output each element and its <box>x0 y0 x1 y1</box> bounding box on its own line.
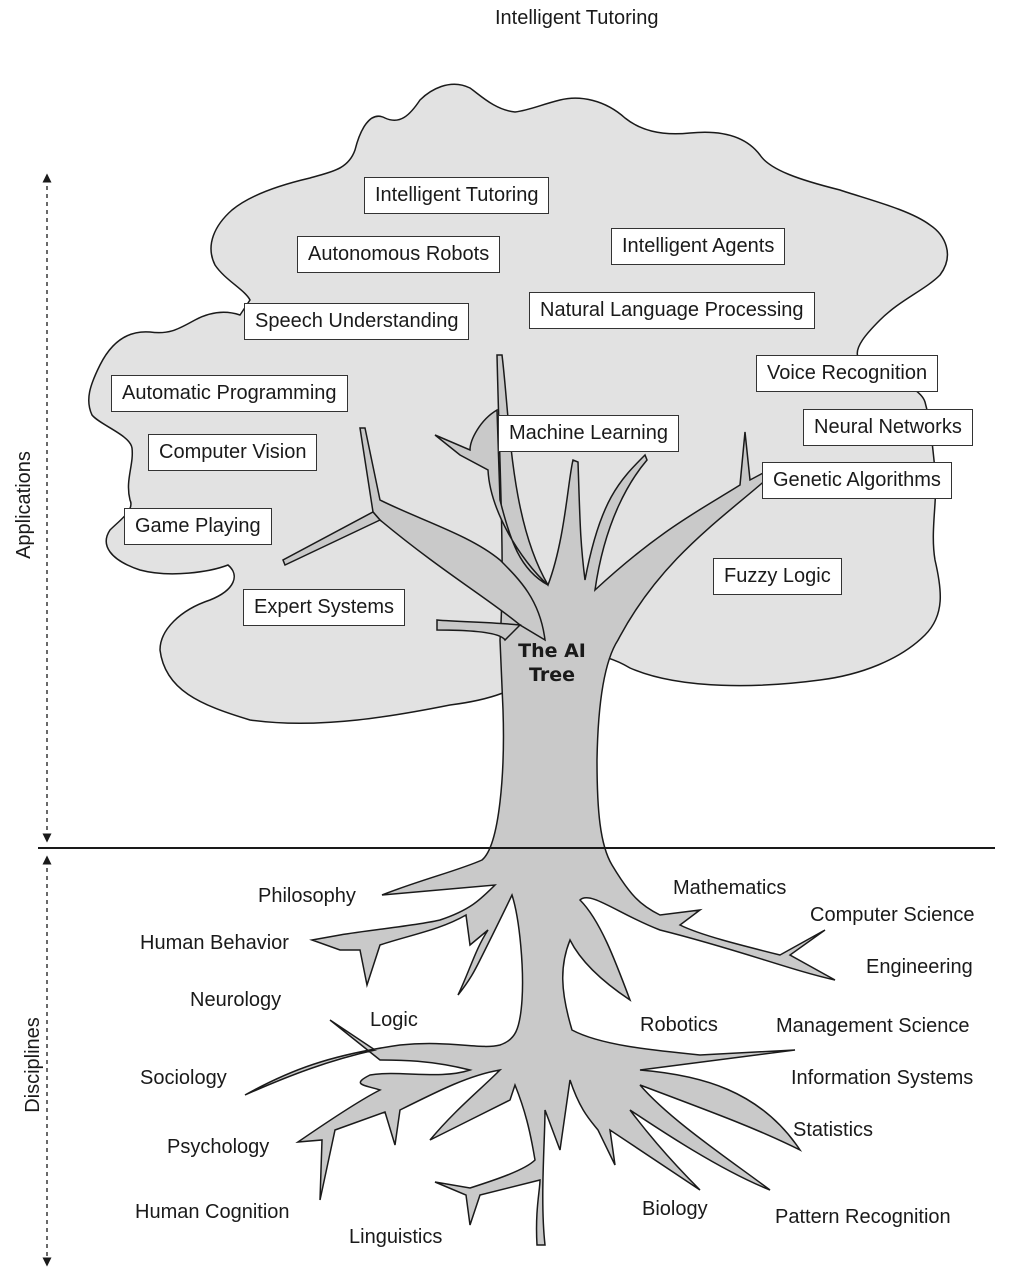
expert-branch-shape <box>436 619 522 642</box>
discipline-label: Linguistics <box>349 1226 443 1248</box>
trunk-and-roots-shape <box>244 354 836 1246</box>
discipline-label: Psychology <box>167 1136 270 1158</box>
application-box: Game Playing <box>124 508 272 545</box>
discipline-label: Philosophy <box>258 885 356 907</box>
discipline-label: Statistics <box>793 1119 874 1141</box>
application-box: Intelligent Agents <box>611 228 786 265</box>
application-box: Machine Learning <box>498 415 679 452</box>
application-box: Automatic Programming <box>111 375 348 412</box>
discipline-label: Mathematics <box>673 877 787 899</box>
application-box: Genetic Algorithms <box>762 462 952 499</box>
application-box: Computer Vision <box>148 434 318 471</box>
application-box: Speech Understanding <box>244 303 470 340</box>
application-box: Natural Language Processing <box>529 292 815 329</box>
tree-title: The AI Tree <box>512 640 592 688</box>
discipline-label: Neurology <box>190 989 282 1011</box>
discipline-label: Sociology <box>140 1067 227 1089</box>
discipline-label: Engineering <box>866 956 973 978</box>
discipline-label: Human Cognition <box>135 1201 290 1223</box>
discipline-label: Logic <box>370 1009 418 1031</box>
discipline-label: Information Systems <box>791 1067 974 1089</box>
left-branches-shape <box>434 408 549 586</box>
lower-left-branch-shape <box>359 427 546 642</box>
tree-title-line1: The AI <box>518 640 586 662</box>
application-box: Voice Recognition <box>756 355 939 392</box>
header-label: Intelligent Tutoring <box>495 7 659 29</box>
application-box: Autonomous Robots <box>297 236 501 273</box>
discipline-label: Human Behavior <box>140 932 289 954</box>
discipline-label: Management Science <box>776 1015 970 1037</box>
disciplines-side-label: Disciplines <box>21 1017 44 1113</box>
application-box: Neural Networks <box>803 409 973 446</box>
applications-side-label: Applications <box>12 451 35 559</box>
application-box: Fuzzy Logic <box>713 558 842 595</box>
discipline-label: Computer Science <box>810 904 975 926</box>
discipline-label: Biology <box>642 1198 708 1220</box>
application-box: Intelligent Tutoring <box>364 177 550 214</box>
tree-title-line2: Tree <box>528 663 575 686</box>
far-left-branch-shape <box>282 511 382 567</box>
application-box: Expert Systems <box>243 589 406 626</box>
discipline-label: Pattern Recognition <box>775 1206 951 1228</box>
discipline-label: Robotics <box>640 1014 718 1036</box>
